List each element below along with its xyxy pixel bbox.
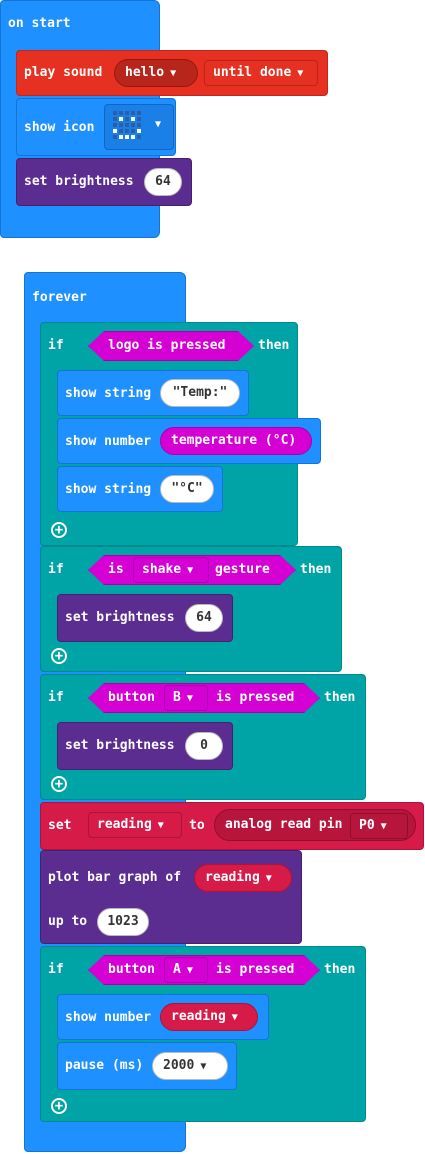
then-label: then xyxy=(300,562,332,577)
chevron-down-icon: ▼ xyxy=(187,565,194,576)
chevron-down-icon: ▼ xyxy=(231,1012,238,1023)
add-branch-icon[interactable]: + xyxy=(51,522,67,538)
chevron-down-icon: ▼ xyxy=(186,965,193,976)
pin-dropdown[interactable]: P0▼ xyxy=(350,813,408,839)
pause-label: pause (ms) xyxy=(65,1058,144,1073)
then-label: then xyxy=(258,338,290,353)
chevron-down-icon: ▼ xyxy=(170,68,177,79)
string-value-field[interactable]: "°C" xyxy=(160,475,214,503)
if-label: if xyxy=(48,962,64,977)
gesture-label: gesture xyxy=(215,562,270,577)
then-label: then xyxy=(324,962,356,977)
chevron-down-icon: ▼ xyxy=(200,1061,207,1072)
chevron-down-icon: ▼ xyxy=(186,693,193,704)
sound-dropdown[interactable]: hello▼ xyxy=(114,59,198,87)
chevron-down-icon: ▼ xyxy=(297,68,304,79)
brightness-value-field[interactable]: 0 xyxy=(185,732,223,760)
logo-pressed-label: logo is pressed xyxy=(108,338,226,353)
set-brightness-block[interactable] xyxy=(57,722,233,770)
up-to-value-field[interactable]: 1023 xyxy=(97,908,149,936)
if-label: if xyxy=(48,562,64,577)
set-label: set xyxy=(48,818,72,833)
add-branch-icon[interactable]: + xyxy=(51,1098,67,1114)
add-branch-icon[interactable]: + xyxy=(51,648,67,664)
is-pressed-label: is pressed xyxy=(216,690,295,705)
button-label: button xyxy=(108,690,155,705)
then-label: then xyxy=(324,690,356,705)
chevron-down-icon: ▼ xyxy=(380,821,387,832)
if-label: if xyxy=(48,338,64,353)
is-label: is xyxy=(108,562,124,577)
reading-variable-dropdown[interactable]: reading▼ xyxy=(160,1003,258,1031)
chevron-down-icon: ▼ xyxy=(265,873,272,884)
set-brightness-label: set brightness xyxy=(65,610,175,625)
button-dropdown[interactable]: A▼ xyxy=(164,957,208,983)
show-string-block[interactable] xyxy=(57,466,223,512)
chevron-down-icon: ▼ xyxy=(157,820,164,831)
set-brightness-label: set brightness xyxy=(24,174,134,189)
to-label: to xyxy=(189,818,205,833)
show-string-label: show string xyxy=(65,482,152,497)
brightness-value-field[interactable]: 64 xyxy=(144,168,182,196)
variable-dropdown[interactable]: reading▼ xyxy=(88,812,182,838)
happy-face-icon xyxy=(113,111,141,139)
set-brightness-label: set brightness xyxy=(65,738,175,753)
if-label: if xyxy=(48,690,64,705)
pause-duration-dropdown[interactable]: 2000▼ xyxy=(152,1052,228,1080)
brightness-value-field[interactable]: 64 xyxy=(185,604,223,632)
chevron-down-icon: ▼ xyxy=(155,119,162,130)
reading-variable-dropdown[interactable]: reading▼ xyxy=(194,864,292,892)
show-number-label: show number xyxy=(65,1010,152,1025)
icon-picker[interactable]: ▼ xyxy=(104,104,174,150)
temperature-reporter[interactable]: temperature (°C) xyxy=(160,427,312,455)
is-pressed-label: is pressed xyxy=(216,962,295,977)
show-string-label: show string xyxy=(65,386,152,401)
play-sound-label: play sound xyxy=(24,65,103,80)
play-mode-dropdown[interactable]: until done▼ xyxy=(204,60,318,86)
on-start-label: on start xyxy=(8,16,71,31)
up-to-label: up to xyxy=(48,914,88,929)
string-value-field[interactable]: "Temp:" xyxy=(160,379,240,407)
button-label: button xyxy=(108,962,155,977)
forever-label: forever xyxy=(32,290,87,305)
add-branch-icon[interactable]: + xyxy=(51,776,67,792)
gesture-dropdown[interactable]: shake▼ xyxy=(133,557,209,583)
button-dropdown[interactable]: B▼ xyxy=(164,685,208,711)
plot-bar-graph-label: plot bar graph of xyxy=(48,870,182,885)
show-icon-label: show icon xyxy=(24,120,95,135)
logo-pressed-condition[interactable] xyxy=(88,331,254,361)
show-number-label: show number xyxy=(65,434,152,449)
